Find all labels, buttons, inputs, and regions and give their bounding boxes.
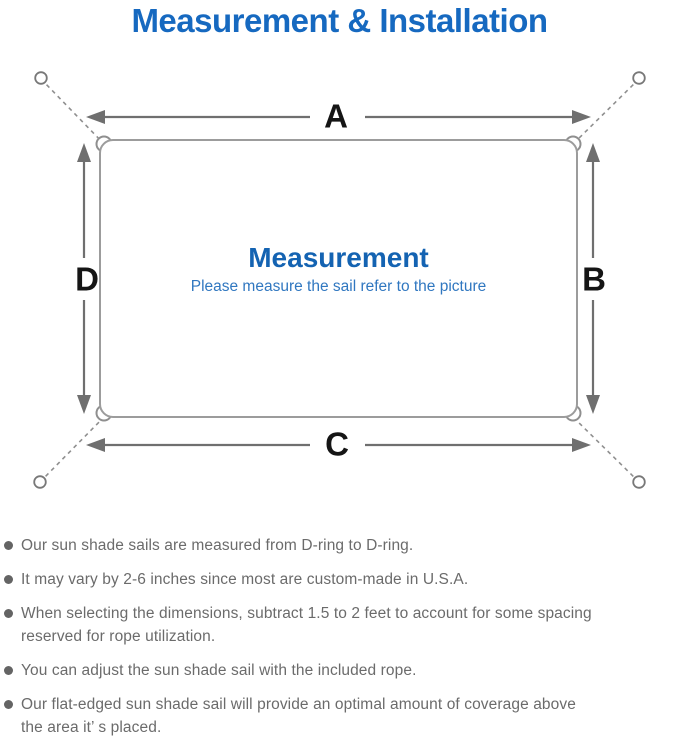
- note-text: When selecting the dimensions, subtract …: [21, 605, 592, 645]
- note-text: You can adjust the sun shade sail with t…: [21, 662, 417, 679]
- measurement-diagram: A B C D Measurement Please measure the s…: [33, 71, 646, 489]
- diagram-center-subtitle: Please measure the sail refer to the pic…: [190, 278, 487, 295]
- list-item: You can adjust the sun shade sail with t…: [4, 659, 675, 682]
- sail-outline: [99, 139, 578, 418]
- list-item: Our sun shade sails are measured from D-…: [4, 534, 675, 557]
- note-text: It may vary by 2-6 inches since most are…: [21, 571, 469, 588]
- bullet-icon: [4, 541, 13, 550]
- bullet-icon: [4, 609, 13, 618]
- arrowhead-a-right-icon: [572, 110, 591, 124]
- dimension-label-c: C: [325, 425, 349, 463]
- diagram-center-text: Measurement Please measure the sail refe…: [100, 243, 577, 296]
- diagram-canvas: [33, 71, 646, 489]
- page-title: Measurement & Installation: [131, 2, 548, 39]
- anchor-ring-top-right: [632, 71, 646, 85]
- bullet-icon: [4, 666, 13, 675]
- tension-line-top-left: [40, 78, 107, 147]
- arrowhead-c-left-icon: [86, 438, 105, 452]
- arrowhead-d-up-icon: [77, 143, 91, 162]
- note-text: Our flat-edged sun shade sail will provi…: [21, 696, 576, 736]
- anchor-ring-bottom-right: [632, 475, 646, 489]
- dimension-label-d: D: [75, 260, 99, 298]
- arrowhead-b-up-icon: [586, 143, 600, 162]
- list-item: Our flat-edged sun shade sail will provi…: [4, 693, 675, 739]
- list-item: When selecting the dimensions, subtract …: [4, 602, 675, 648]
- bullet-icon: [4, 700, 13, 709]
- list-item: It may vary by 2-6 inches since most are…: [4, 568, 675, 591]
- notes-list: Our sun shade sails are measured from D-…: [4, 534, 675, 739]
- arrowhead-c-right-icon: [572, 438, 591, 452]
- arrowhead-a-left-icon: [86, 110, 105, 124]
- dimension-label-a: A: [324, 97, 348, 135]
- tension-line-top-right: [570, 78, 640, 147]
- dimension-label-b: B: [582, 260, 606, 298]
- arrowhead-d-down-icon: [77, 395, 91, 414]
- diagram-center-title: Measurement: [248, 242, 429, 273]
- anchor-ring-top-left: [34, 71, 48, 85]
- anchor-ring-bottom-left: [33, 475, 47, 489]
- tension-line-bottom-right: [571, 415, 640, 483]
- arrowhead-b-down-icon: [586, 395, 600, 414]
- bullet-icon: [4, 575, 13, 584]
- note-text: Our sun shade sails are measured from D-…: [21, 537, 414, 554]
